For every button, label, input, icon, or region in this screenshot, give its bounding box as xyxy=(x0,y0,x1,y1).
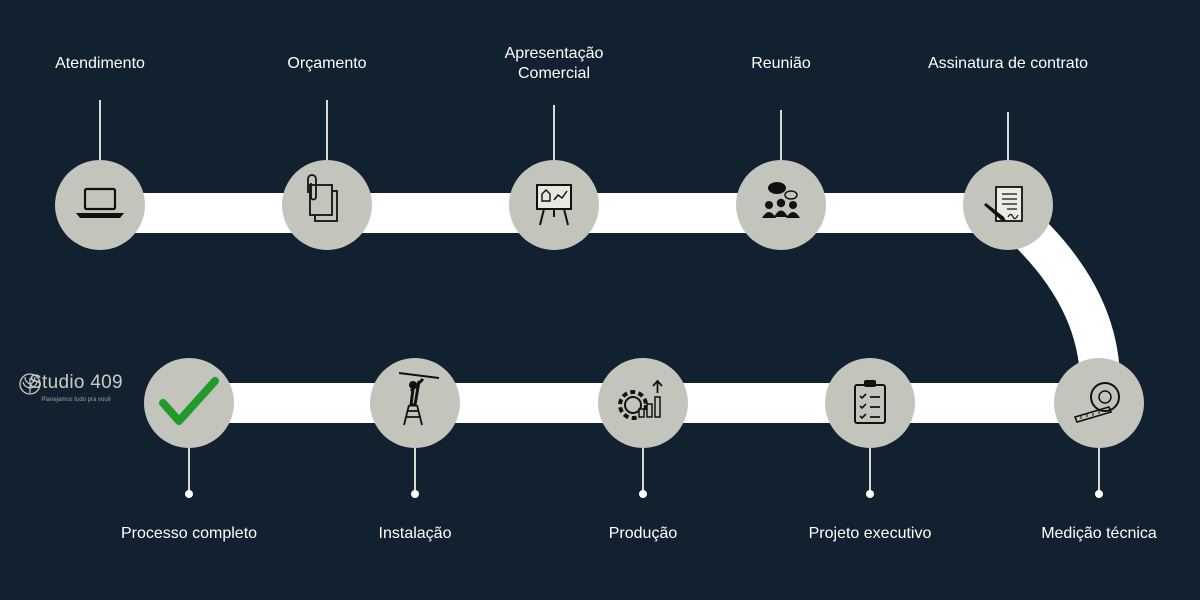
step-connector-dot xyxy=(639,490,647,498)
logo-tagline: Planejamos tudo pra você xyxy=(41,397,111,403)
logo-name: Studio 409 xyxy=(29,372,123,393)
step-label: Instalação xyxy=(378,525,452,542)
leaf-emblem-icon xyxy=(19,373,41,395)
step-circle xyxy=(55,160,145,250)
laptop-icon xyxy=(76,187,124,218)
step-circle xyxy=(598,358,688,448)
step-node xyxy=(370,358,460,448)
step-connector-dot xyxy=(185,490,193,498)
step-node xyxy=(144,358,234,448)
step-node xyxy=(1054,358,1144,448)
step-node xyxy=(55,160,145,250)
step-node xyxy=(963,160,1053,250)
step-node xyxy=(825,358,915,448)
step-node xyxy=(282,160,372,250)
tape-measure-icon xyxy=(1073,382,1120,423)
step-circle xyxy=(825,358,915,448)
installer-ladder-icon xyxy=(398,372,440,426)
step-node xyxy=(509,160,599,250)
step-connector-dot xyxy=(1095,490,1103,498)
gear-chart-icon xyxy=(618,379,663,420)
step-label: Assinatura de contrato xyxy=(927,55,1089,72)
step-label: Orçamento xyxy=(287,55,367,72)
step-connector-dot xyxy=(866,490,874,498)
contract-signature-icon xyxy=(984,186,1023,222)
step-label: Produção xyxy=(608,525,678,542)
step-node xyxy=(598,358,688,448)
presentation-board-icon xyxy=(536,184,572,226)
studio-logo: Studio 409 Planejamos tudo pra você xyxy=(18,372,134,403)
step-label: Projeto executivo xyxy=(808,525,932,542)
step-node xyxy=(736,160,826,250)
step-circle xyxy=(1054,358,1144,448)
documents-clip-icon xyxy=(307,174,338,222)
step-circle xyxy=(144,358,234,448)
step-label: Processo completo xyxy=(120,525,258,542)
step-label: Medição técnica xyxy=(1041,525,1157,542)
step-label: Reunião xyxy=(751,55,811,72)
step-connector-dot xyxy=(411,490,419,498)
checkmark-icon xyxy=(159,377,219,425)
step-label: Atendimento xyxy=(55,55,145,72)
clipboard-checklist-icon xyxy=(854,380,886,424)
meeting-people-icon xyxy=(762,182,800,218)
